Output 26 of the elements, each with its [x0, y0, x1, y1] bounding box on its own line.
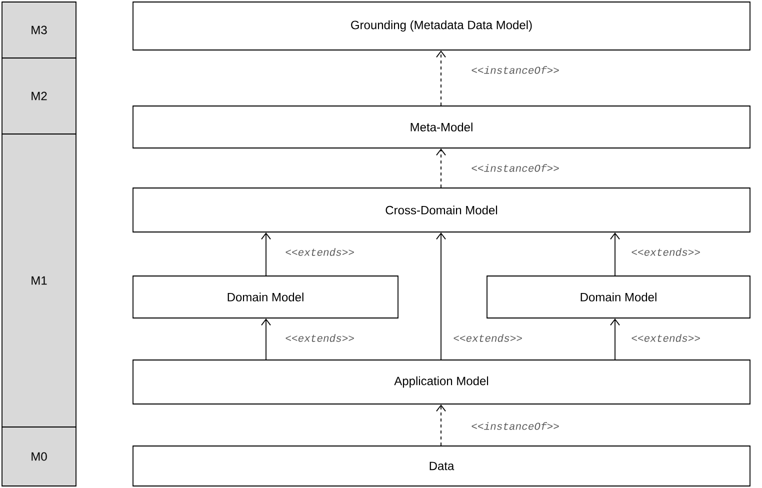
arrow [436, 148, 446, 188]
arrow [261, 232, 271, 276]
edge-label: <<instanceOf>> [472, 164, 559, 172]
level-band: M2 [2, 58, 76, 134]
model-box: Cross-Domain Model [132, 188, 750, 232]
edge-label: <<extends>> [632, 248, 700, 256]
edge-label: <<extends>> [632, 334, 700, 342]
arrow [436, 404, 446, 446]
edge-label: <<instanceOf>> [472, 66, 559, 74]
model-box: Domain Model [486, 276, 750, 318]
arrow [436, 232, 446, 360]
model-box: Grounding (Metadata Data Model) [132, 2, 750, 50]
level-band: M0 [2, 426, 76, 486]
model-box: Meta-Model [132, 106, 750, 148]
model-box: Application Model [132, 360, 750, 404]
edge-label: <<extends>> [454, 334, 522, 342]
edge-label: <<extends>> [286, 248, 354, 256]
arrow [261, 318, 271, 360]
arrow [610, 318, 620, 360]
model-box: Domain Model [132, 276, 398, 318]
edge-label: <<instanceOf>> [472, 422, 559, 430]
arrow [610, 232, 620, 276]
arrow [436, 50, 446, 106]
edge-label: <<extends>> [286, 334, 354, 342]
level-band: M3 [2, 2, 76, 58]
model-box: Data [132, 446, 750, 486]
